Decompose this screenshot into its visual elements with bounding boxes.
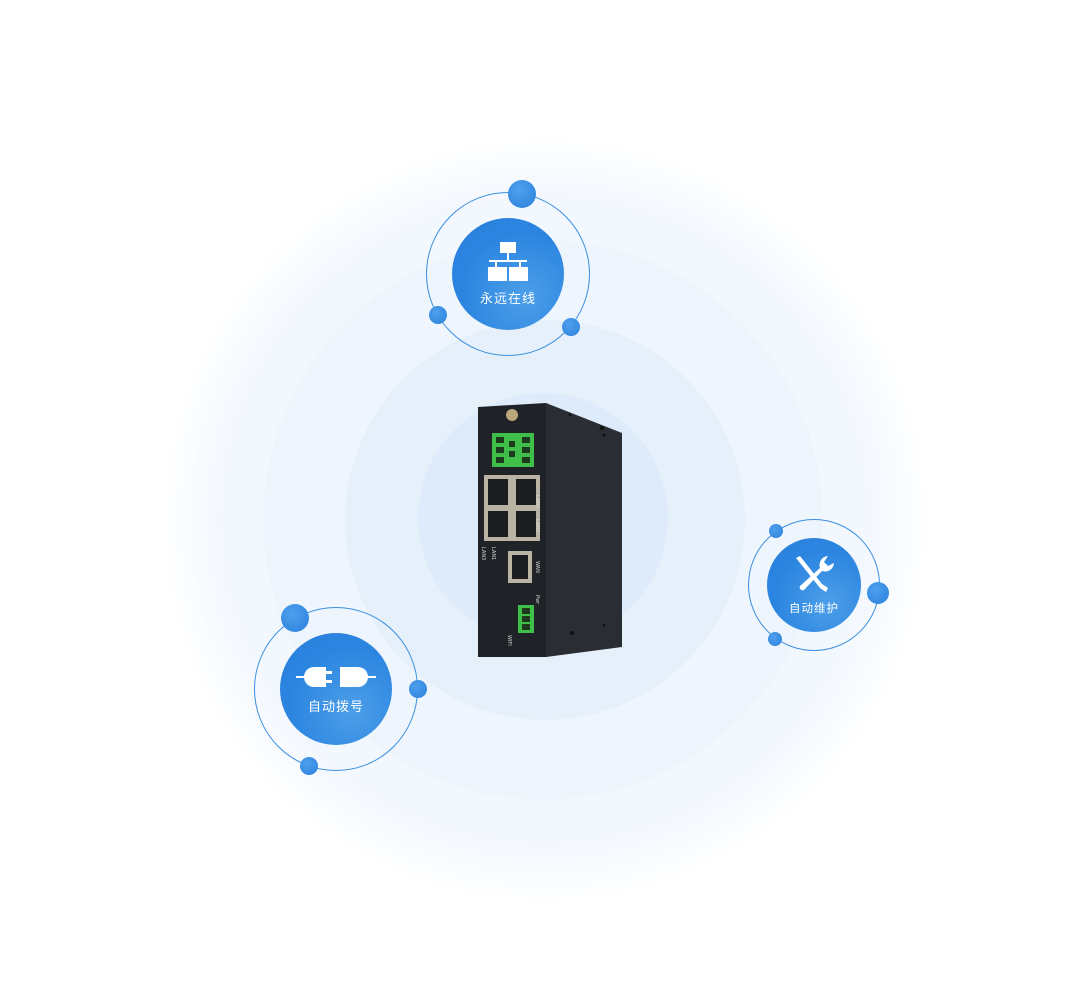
port-label: LAN4 xyxy=(534,495,540,508)
device-side xyxy=(546,403,622,657)
orbit-dot xyxy=(508,180,536,208)
port-label: WIFI xyxy=(506,635,512,646)
feature-label: 永远在线 xyxy=(479,291,536,307)
lan-ports xyxy=(484,475,540,541)
orbit-dot xyxy=(769,524,783,538)
feature-badge: 永远在线 xyxy=(452,218,564,330)
orbit-dot xyxy=(429,306,447,324)
wrench-screwdriver-icon xyxy=(796,556,834,592)
plug-connection-icon xyxy=(296,666,376,687)
orbit-dot xyxy=(281,604,309,632)
router-device: LAN4 LAN2 LAN3 LAN1 WAN WIFI Pwr xyxy=(478,403,622,657)
feature-label: 自动维护 xyxy=(789,601,839,615)
port-label: LAN2 xyxy=(534,519,540,532)
port-label: LAN1 xyxy=(490,547,496,560)
orbit-dot xyxy=(300,757,318,775)
network-topology-icon xyxy=(488,241,528,281)
orbit-dot xyxy=(867,582,889,604)
orbit-dot xyxy=(768,632,782,646)
feature-badge: 自动维护 xyxy=(767,538,861,632)
port-label: Pwr xyxy=(534,595,540,605)
feature-label: 自动拨号 xyxy=(307,699,364,715)
port-label: LAN3 xyxy=(480,547,486,560)
orbit-dot xyxy=(409,680,427,698)
antenna-connector xyxy=(506,409,518,421)
orbit-dot xyxy=(562,318,580,336)
feature-badge: 自动拨号 xyxy=(280,633,392,745)
port-label: WAN xyxy=(534,561,540,573)
